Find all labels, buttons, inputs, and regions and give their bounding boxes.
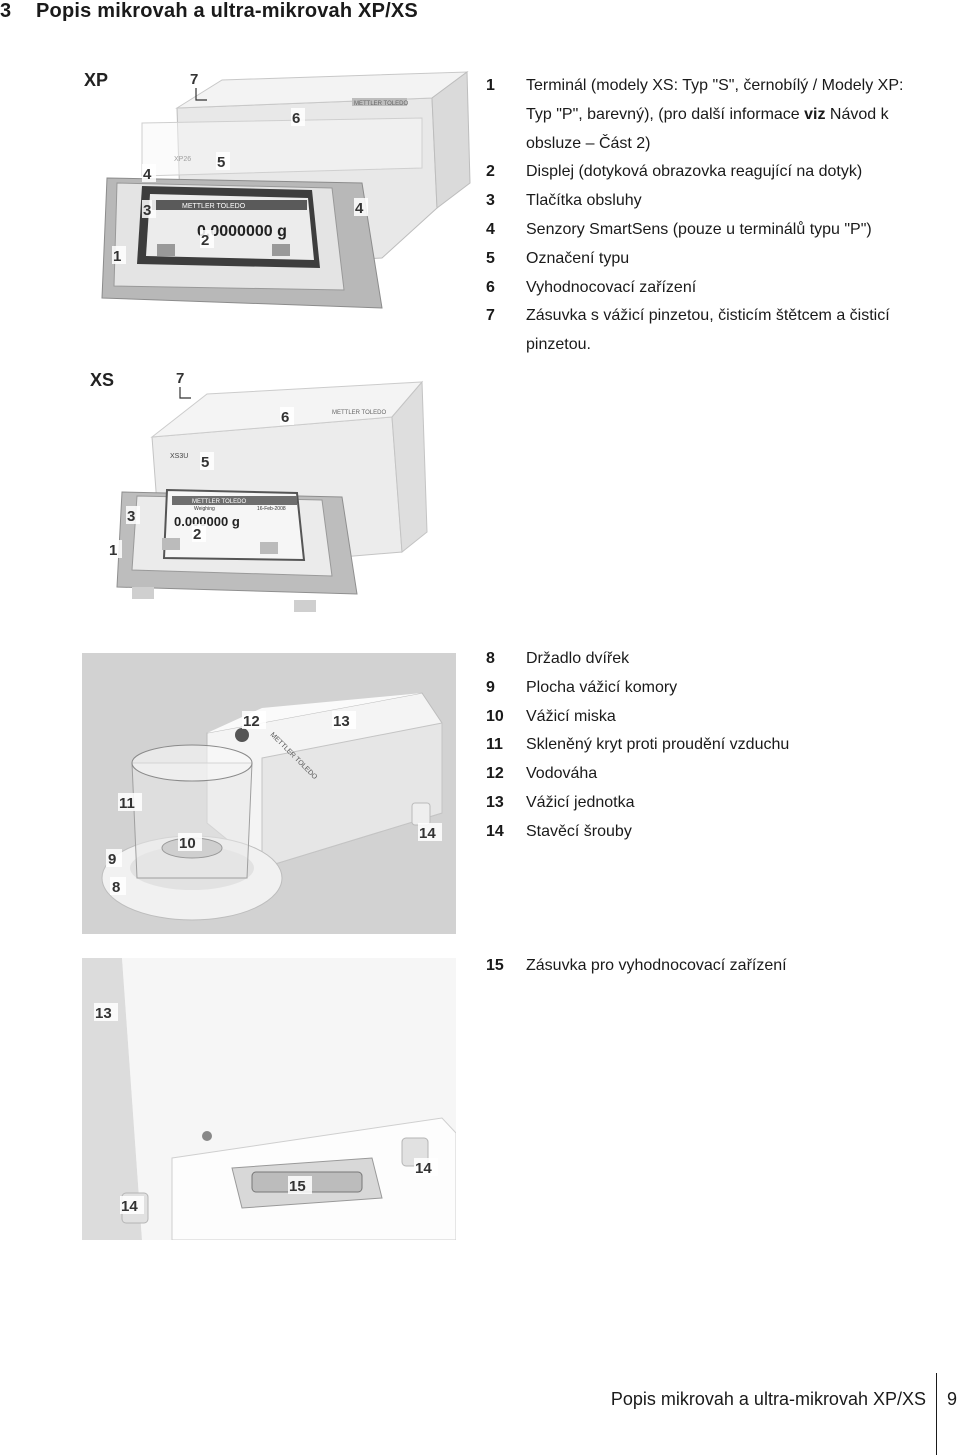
xp-callout-6: 6 — [292, 110, 300, 127]
legend-number: 8 — [486, 650, 495, 667]
legend-number: 9 — [486, 678, 495, 696]
legend-text: Tlačítka obsluhy — [526, 192, 642, 210]
legend-top: 1 Terminál (modely XS: Typ "S", černobíl… — [486, 72, 931, 360]
xp-callout-7: 7 — [190, 71, 198, 88]
legend-item: 8 Držadlo dvířek — [486, 645, 931, 674]
xs-screen-date: 16-Feb-2008 — [257, 506, 286, 512]
legend-item: 4 Senzory SmartSens (pouze u terminálů t… — [486, 216, 931, 245]
legend-item: 3 Tlačítka obsluhy — [486, 187, 931, 216]
footer-divider — [936, 1373, 937, 1455]
legend-text: Zásuvka s vážicí pinzetou, čisticím štět… — [526, 307, 890, 354]
chamber-callout-12: 12 — [243, 713, 260, 730]
weighing-chamber-photo: METTLER TOLEDO 12 13 11 10 14 9 8 — [82, 653, 456, 934]
xs-callout-2: 2 — [193, 526, 201, 543]
legend-number: 3 — [486, 192, 495, 210]
chamber-callout-13: 13 — [333, 713, 350, 730]
xs-screen-brand: METTLER TOLEDO — [192, 499, 246, 505]
legend-item: 6 Vyhodnocovací zařízení — [486, 274, 931, 303]
footer-title: Popis mikrovah a ultra-mikrovah XP/XS — [610, 1389, 926, 1409]
xs-callout-6: 6 — [281, 409, 289, 426]
legend-text: Terminál (modely XS: Typ "S", černobílý … — [526, 77, 904, 152]
section-heading: 3 Popis mikrovah a ultra-mikrovah XP/XS — [0, 0, 418, 23]
legend-text: Stavěcí šrouby — [526, 822, 632, 840]
xs-callout-3: 3 — [127, 508, 135, 525]
xp-callout-4a: 4 — [143, 166, 152, 183]
legend-text: Držadlo dvířek — [526, 650, 630, 667]
xp-callout-4b: 4 — [355, 200, 364, 217]
xp-callout-3: 3 — [143, 202, 151, 219]
chamber-callout-8: 8 — [112, 879, 120, 896]
legend-number: 12 — [486, 765, 504, 783]
xs-callout-1: 1 — [109, 542, 117, 559]
rear-view-photo: 13 14 14 15 — [82, 958, 456, 1240]
xs-model-label: XS — [90, 370, 114, 390]
chamber-callout-9: 9 — [108, 851, 116, 868]
rear-callout-15: 15 — [289, 1178, 306, 1195]
legend-mid: 8 Držadlo dvířek 9 Plocha vážicí komory 10… — [486, 645, 931, 847]
legend-text: Senzory SmartSens (pouze u terminálů typ… — [526, 220, 872, 238]
xs-balance-photo: METTLER TOLEDO XS3U METTLER TOLEDO Weigh… — [82, 362, 472, 624]
legend-text: Vážicí jednotka — [526, 793, 635, 811]
xp-brand-on-body: METTLER TOLEDO — [354, 101, 408, 107]
xp-callout-2: 2 — [201, 232, 209, 249]
legend-number: 2 — [486, 163, 495, 181]
legend-text: Vyhodnocovací zařízení — [526, 278, 697, 296]
xp-display-value: 0.0000000 g — [197, 223, 287, 240]
legend-item: 14 Stavěcí šrouby — [486, 818, 931, 847]
rear-callout-14a: 14 — [121, 1198, 138, 1215]
xp-balance-photo: METTLER TOLEDO METTLER TOLEDO 0.0000000 … — [82, 58, 472, 348]
legend-text: Označení typu — [526, 249, 630, 267]
legend-item: 1 Terminál (modely XS: Typ "S", černobíl… — [486, 72, 931, 158]
legend-number: 4 — [486, 220, 495, 238]
section-title: Popis mikrovah a ultra-mikrovah XP/XS — [36, 0, 418, 22]
legend-item: 7 Zásuvka s vážicí pinzetou, čisticím št… — [486, 302, 931, 360]
legend-number: 13 — [486, 793, 504, 811]
legend-item: 13 Vážicí jednotka — [486, 789, 931, 818]
section-number: 3 — [0, 0, 12, 22]
xp-callout-5: 5 — [217, 154, 225, 171]
xs-type-label: XS3U — [170, 453, 188, 460]
legend-number: 1 — [486, 77, 495, 94]
xp-screen-brand: METTLER TOLEDO — [182, 203, 246, 210]
legend-text: Plocha vážicí komory — [526, 678, 678, 696]
xp-callout-1: 1 — [113, 248, 121, 265]
legend-text: Vodováha — [526, 765, 598, 783]
chamber-callout-14: 14 — [419, 825, 436, 842]
legend-number: 14 — [486, 822, 504, 840]
legend-number: 15 — [486, 957, 504, 974]
legend-text: Skleněný kryt proti proudění vzduchu — [526, 736, 790, 754]
legend-item: 9 Plocha vážicí komory — [486, 674, 931, 703]
xs-screen-title: Weighing — [194, 506, 215, 512]
xp-model-label: XP — [84, 70, 108, 90]
legend-number: 5 — [486, 249, 495, 267]
legend-number: 10 — [486, 707, 504, 725]
legend-number: 7 — [486, 307, 495, 325]
chamber-callout-10: 10 — [179, 835, 196, 852]
legend-number: 11 — [486, 736, 503, 754]
legend-item: 5 Označení typu — [486, 245, 931, 274]
legend-number: 6 — [486, 278, 495, 296]
legend-item: 12 Vodováha — [486, 760, 931, 789]
xs-callout-7: 7 — [176, 370, 184, 387]
legend-text: Displej (dotyková obrazovka reagující na… — [526, 163, 863, 181]
chamber-callout-11: 11 — [119, 795, 135, 812]
legend-item: 15 Zásuvka pro vyhodnocovací zařízení — [486, 952, 931, 981]
legend-item: 2 Displej (dotyková obrazovka reagující … — [486, 158, 931, 187]
xs-display-value: 0.000000 g — [174, 514, 240, 529]
legend-bottom: 15 Zásuvka pro vyhodnocovací zařízení — [486, 952, 931, 981]
rear-callout-13: 13 — [95, 1005, 112, 1022]
legend-item: 10 Vážicí miska — [486, 703, 931, 732]
rear-callout-14b: 14 — [415, 1160, 432, 1177]
legend-text: Vážicí miska — [526, 707, 616, 725]
legend-item: 11 Skleněný kryt proti proudění vzduchu — [486, 731, 931, 760]
legend-text: Zásuvka pro vyhodnocovací zařízení — [526, 957, 787, 974]
page-number: 9 — [947, 1389, 958, 1409]
xs-brand-on-body: METTLER TOLEDO — [332, 410, 386, 416]
xs-callout-5: 5 — [201, 454, 209, 471]
